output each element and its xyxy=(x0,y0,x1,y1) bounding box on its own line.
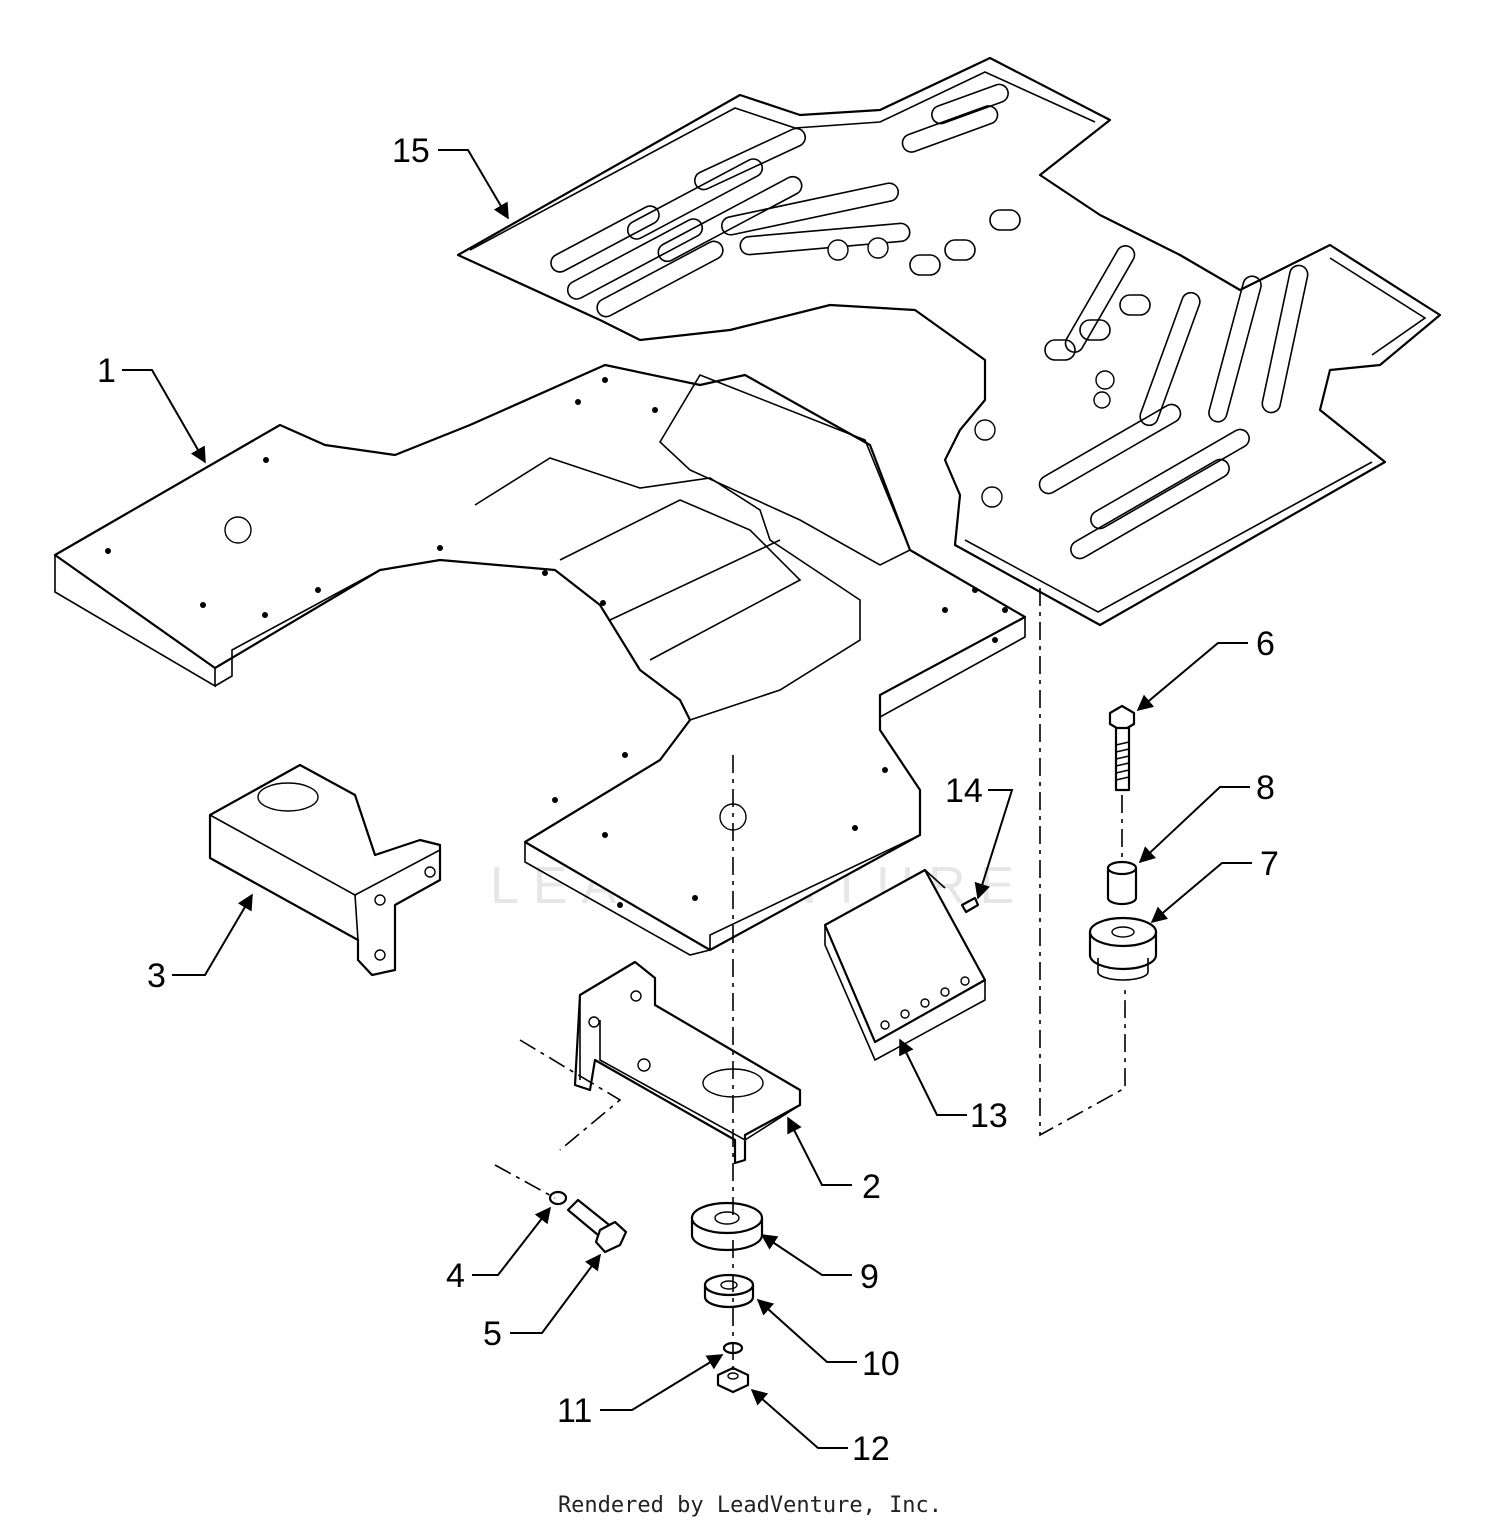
part-1-floor-pan xyxy=(53,363,1027,956)
callout-11: 11 xyxy=(557,1392,592,1430)
callout-12: 12 xyxy=(852,1430,890,1468)
leader-lines xyxy=(122,149,1252,1449)
centerlines xyxy=(494,588,1126,1372)
part-15-floor-mat xyxy=(456,56,1442,627)
part-9-isolator xyxy=(690,1201,764,1252)
callout-13: 13 xyxy=(970,1097,1008,1135)
callout-1: 1 xyxy=(97,352,116,390)
part-2-right-bracket xyxy=(573,960,802,1165)
callout-4: 4 xyxy=(446,1257,465,1295)
part-5-bolt xyxy=(566,1198,628,1254)
callout-14: 14 xyxy=(945,772,983,810)
callout-6: 6 xyxy=(1256,625,1275,663)
part-10-washer xyxy=(703,1273,755,1309)
callout-labels: 1 2 3 4 5 6 7 8 9 10 11 12 13 14 15 xyxy=(97,132,1279,1468)
callout-3: 3 xyxy=(147,957,166,995)
footer-credit: Rendered by LeadVenture, Inc. xyxy=(557,1493,943,1518)
callout-10: 10 xyxy=(862,1345,900,1383)
part-8-spacer xyxy=(1106,860,1138,906)
callout-5: 5 xyxy=(483,1315,502,1353)
part-12-nut xyxy=(716,1366,750,1394)
callout-2: 2 xyxy=(862,1168,881,1206)
part-7-isolator xyxy=(1088,916,1158,981)
callout-15: 15 xyxy=(392,132,430,170)
part-3-left-bracket xyxy=(208,763,442,977)
part-4-washer xyxy=(548,1190,568,1206)
callout-8: 8 xyxy=(1256,769,1275,807)
part-13-support-bracket xyxy=(823,868,987,1062)
callout-7: 7 xyxy=(1260,845,1279,883)
part-6-bolt xyxy=(1108,704,1136,792)
callout-9: 9 xyxy=(860,1258,879,1296)
part-14-screw xyxy=(960,896,980,914)
